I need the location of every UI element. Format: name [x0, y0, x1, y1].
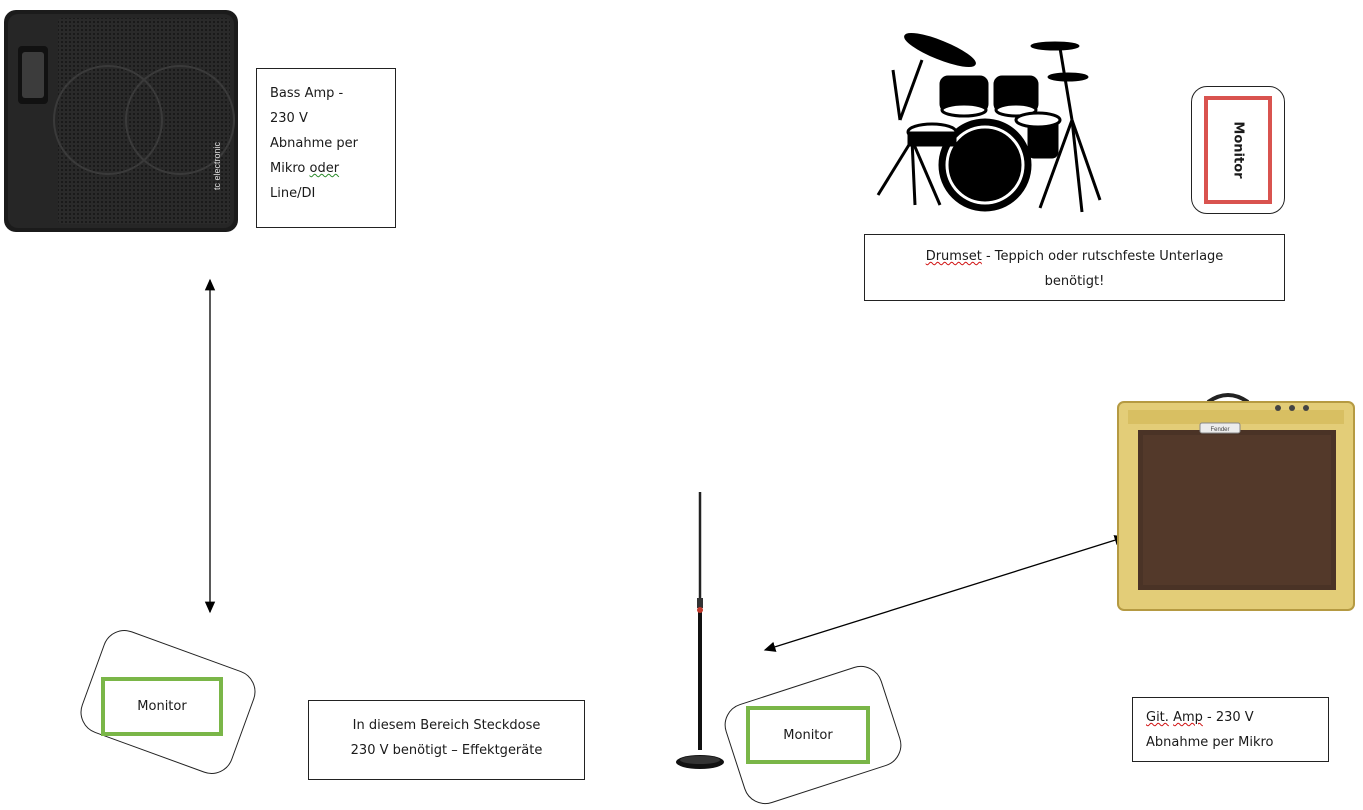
drumset-line1-rest: - Teppich oder rutschfeste Unterlage	[981, 249, 1224, 264]
guitar-amp-brand: Fender	[1210, 427, 1229, 433]
bass-amp-line4-mikro: Mikro	[270, 161, 310, 176]
monitor-left-label: Monitor	[137, 699, 187, 714]
power-note-line1: In diesem Bereich Steckdose	[352, 718, 541, 733]
guitar-amp-voltage: - 230 V	[1202, 710, 1254, 725]
drum-monitor-inner: Monitor	[1204, 96, 1272, 204]
guitar-amp-label: Git. Amp - 230 V Abnahme per Mikro	[1132, 697, 1329, 762]
guitar-monitor-arrow	[763, 535, 1127, 652]
monitor-left-inner: Monitor	[101, 677, 223, 736]
drum-monitor: Monitor	[1191, 86, 1285, 214]
drumset-word: Drumset	[925, 249, 982, 264]
monitor-center-label: Monitor	[783, 727, 833, 743]
drumset-line2: benötigt!	[1044, 274, 1105, 289]
power-note: In diesem Bereich Steckdose 230 V benöti…	[308, 700, 585, 780]
monitor-center-inner: Monitor	[746, 706, 870, 764]
drumset-line1: Drumset - Teppich oder rutschfeste Unter…	[865, 244, 1284, 269]
bass-amp-line3: Abnahme per	[270, 136, 358, 151]
bass-amp-label: Bass Amp - 230 V Abnahme per Mikro oder …	[256, 68, 396, 228]
bass-amp-line5: Line/DI	[270, 186, 316, 201]
guitar-amp-git: Git.	[1146, 710, 1169, 725]
guitar-amp-amp: Amp	[1173, 710, 1203, 725]
guitar-amp-line2: Abnahme per Mikro	[1146, 735, 1274, 750]
bass-amp-line4-oder: oder	[309, 161, 340, 176]
bass-amp-line1: Bass Amp -	[270, 86, 344, 101]
drumset-label: Drumset - Teppich oder rutschfeste Unter…	[864, 234, 1285, 301]
power-note-line2: 230 V benötigt – Effektgeräte	[350, 743, 543, 758]
bass-amp-line2: 230 V	[270, 111, 308, 126]
bass-cabinet-brand: tc electronic	[212, 141, 222, 190]
bass-amp-line4: Mikro oder	[270, 156, 395, 181]
guitar-amp-line1: Git. Amp - 230 V	[1146, 705, 1328, 730]
